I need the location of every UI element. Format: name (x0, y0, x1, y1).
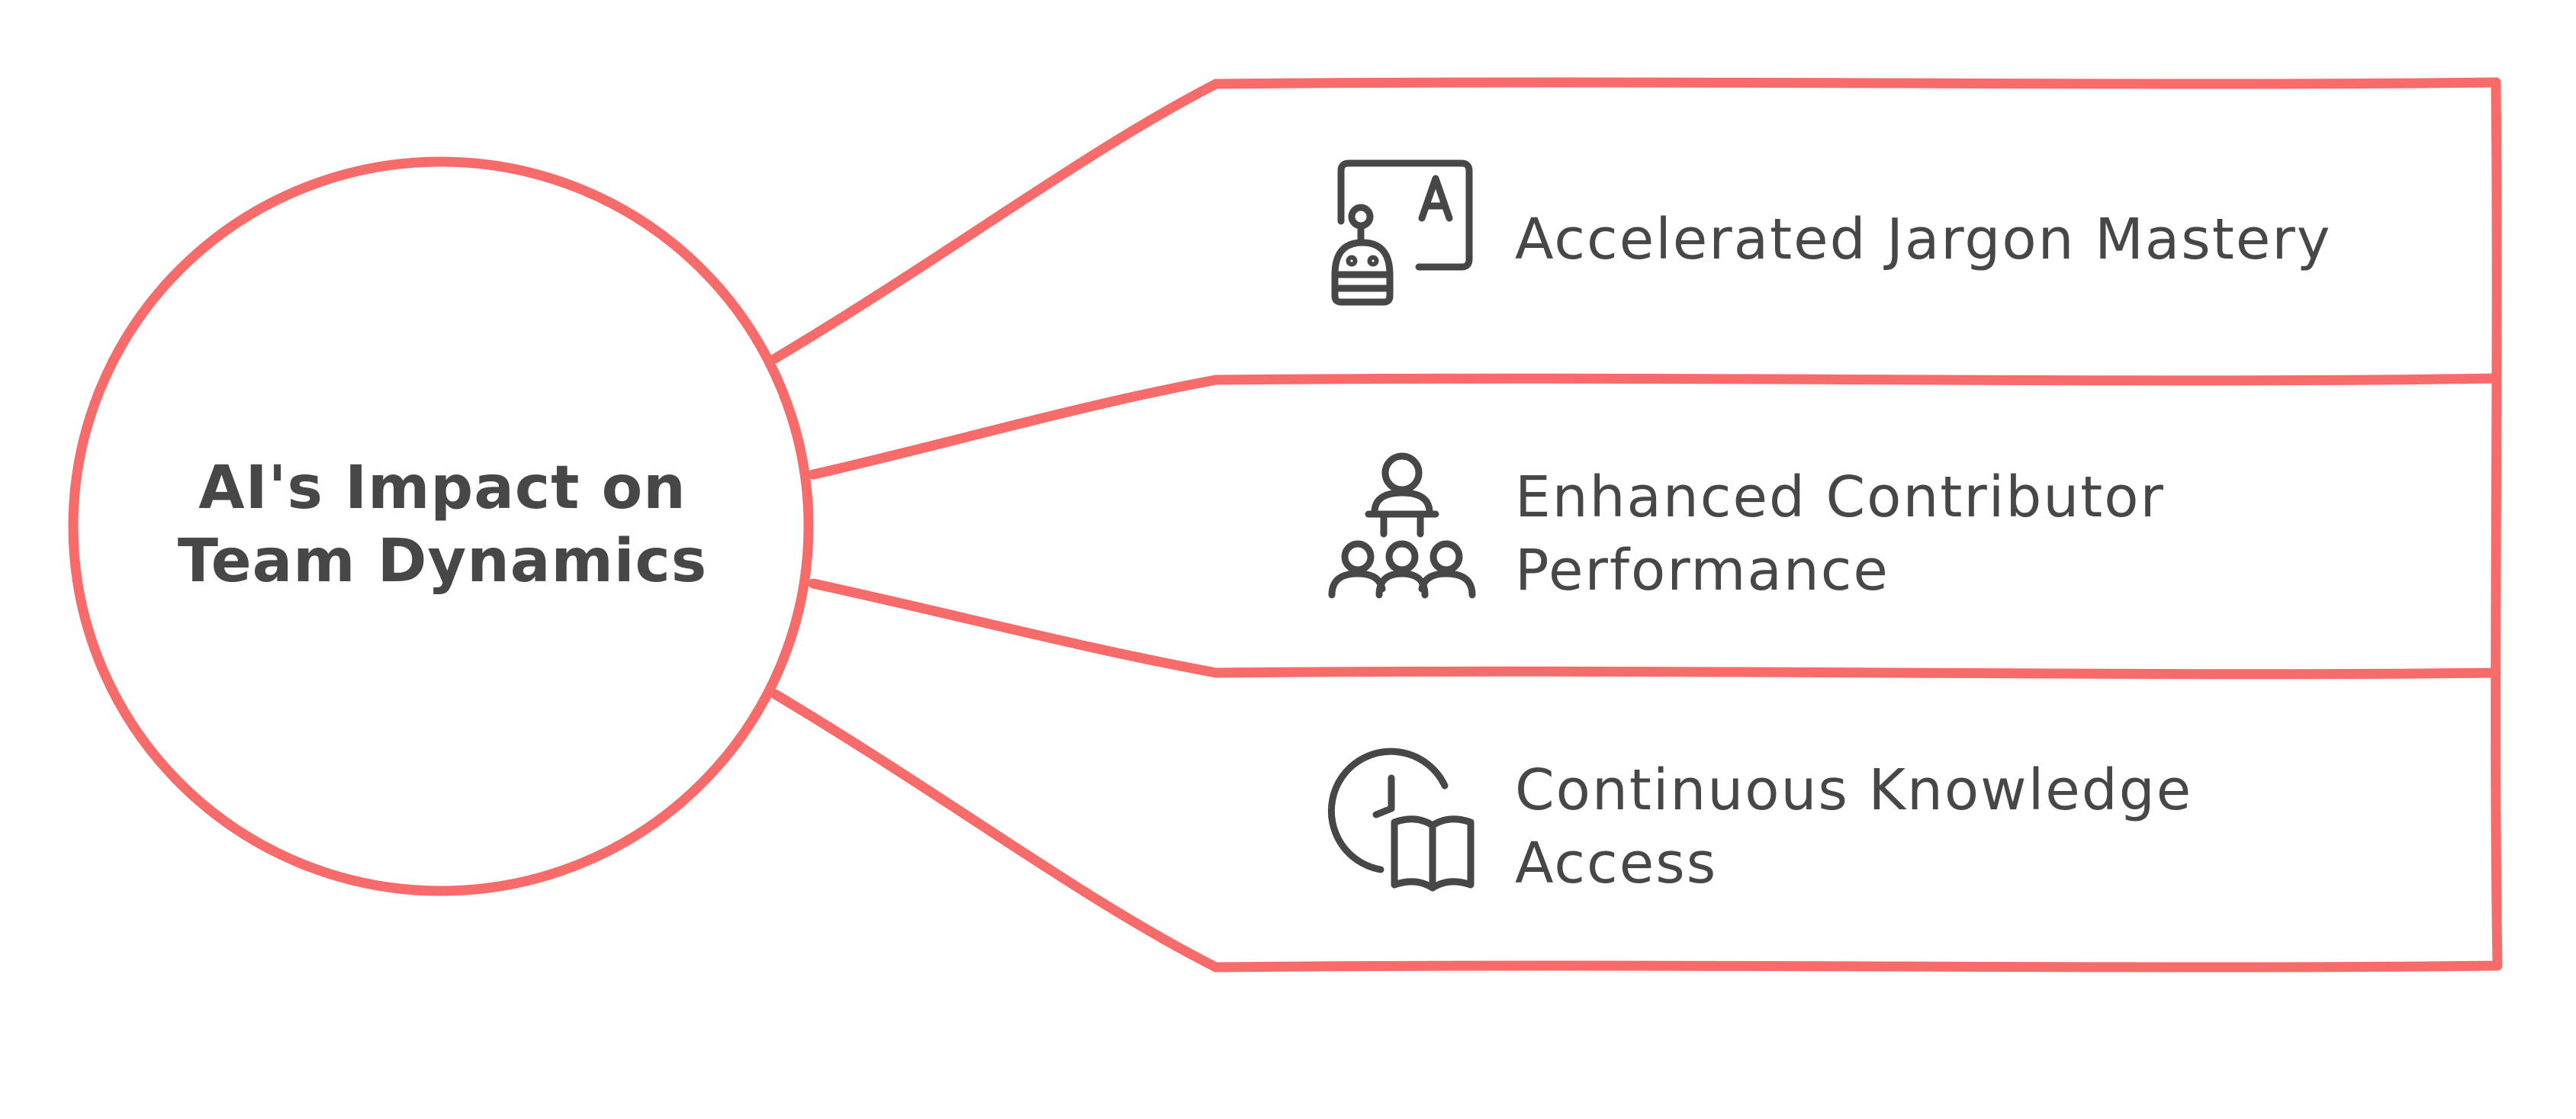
hub-title-line2: Team Dynamics (177, 527, 708, 596)
rail-right-edge (2491, 77, 2503, 971)
item-2-line1: Enhanced Contributor (1515, 465, 2165, 530)
item-3-line2: Access (1515, 831, 1718, 896)
item-label-accelerated-jargon-mastery: Accelerated Jargon Mastery (1515, 203, 2332, 276)
hub-circle (68, 156, 814, 896)
rail-top (1211, 77, 2501, 89)
item-3-line1: Continuous Knowledge (1515, 757, 2193, 823)
connector-bottom (770, 689, 1221, 973)
connector-lower-middle (808, 578, 1221, 678)
hub-title-line1: AI's Impact on (198, 454, 687, 523)
item-1-line1: Accelerated Jargon Mastery (1515, 207, 2332, 272)
connector-upper-middle (808, 375, 1221, 480)
rail-bottom (1211, 960, 2501, 973)
item-2-line2: Performance (1515, 538, 1889, 603)
presenter-audience-icon (1328, 452, 1476, 599)
rail-upper-middle (1211, 373, 2501, 386)
hub-title: AI's Impact on Team Dynamics (107, 452, 778, 598)
item-label-enhanced-contributor-performance: Enhanced Contributor Performance (1515, 461, 2165, 607)
ai-robot-translation-icon (1331, 159, 1473, 306)
clock-book-icon (1327, 748, 1475, 892)
connector-top (770, 79, 1221, 364)
rail-lower-middle (1211, 666, 2501, 680)
item-label-continuous-knowledge-access: Continuous Knowledge Access (1515, 754, 2192, 900)
